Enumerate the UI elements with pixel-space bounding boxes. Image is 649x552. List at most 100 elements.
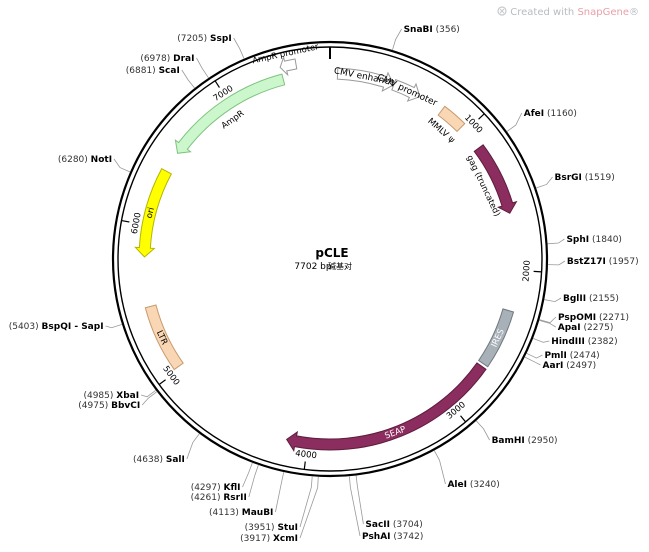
site-label: SphI (1840) [566, 235, 622, 245]
site-enzyme-name: ScaI [159, 66, 180, 76]
site-leader-line [539, 319, 556, 328]
restriction-site[interactable]: (4261) RsrII [191, 464, 259, 503]
site-position: (2474) [570, 351, 600, 361]
site-position: (6881) [126, 66, 156, 76]
site-leader-line [299, 476, 313, 528]
tick-mark [460, 415, 467, 423]
site-leader-line [532, 337, 550, 343]
feature-seap[interactable] [285, 362, 487, 452]
site-enzyme-name: StuI [277, 523, 298, 533]
site-leader-line [233, 37, 245, 59]
restriction-site[interactable]: BstZ17I (1957) [547, 257, 639, 267]
site-leader-line [141, 391, 158, 406]
watermark-brand: SnapGene [577, 7, 629, 18]
site-position: (6978) [140, 54, 170, 64]
site-position: (3704) [393, 520, 423, 530]
site-label: (4975) BbvCI [78, 401, 140, 411]
feature-gag[interactable] [473, 144, 518, 214]
restriction-site[interactable]: (3951) StuI [245, 476, 313, 533]
site-position: (2271) [599, 313, 629, 323]
restriction-site[interactable]: SphI (1840) [547, 235, 622, 245]
restriction-site[interactable]: (4975) BbvCI [78, 391, 158, 411]
feature-mmlv-psi[interactable] [437, 105, 466, 133]
plasmid-center-label: pCLE 7702 bp 碱基对 [294, 246, 352, 272]
restriction-site[interactable]: BglII (2155) [544, 294, 619, 304]
site-position: (2155) [589, 294, 619, 304]
site-position: (7205) [177, 34, 207, 44]
restriction-site[interactable]: AleI (3240) [433, 450, 500, 490]
restriction-site[interactable]: (5403) BspQI - SapI [9, 322, 123, 332]
restriction-site[interactable]: (4638) SalI [133, 433, 200, 465]
site-enzyme-name: AleI [447, 480, 467, 490]
feature-cmv-enhancer[interactable] [336, 67, 395, 92]
site-label: (4985) XbaI [83, 391, 139, 401]
restriction-site[interactable]: ApaI (2275) [539, 319, 614, 333]
snapgene-watermark: Created with SnapGene® [497, 6, 639, 18]
tick-label: 5000 [160, 364, 181, 387]
restriction-site[interactable]: BamHI (2950) [475, 420, 558, 446]
site-label: ApaI (2275) [558, 323, 614, 333]
feature-ampr[interactable] [174, 73, 286, 154]
feature-cmv-promoter[interactable] [391, 78, 421, 102]
restriction-site[interactable]: (6280) NotI [58, 155, 131, 173]
site-leader-line [524, 356, 541, 366]
plasmid-length: 7702 bp [294, 262, 331, 272]
site-label: (5403) BspQI - SapI [9, 322, 104, 332]
restriction-site[interactable]: (4985) XbaI [83, 389, 157, 401]
tick-mark [303, 461, 306, 470]
restriction-site[interactable]: PmlI (2474) [526, 351, 600, 361]
site-label: BglII (2155) [563, 294, 619, 304]
restriction-site[interactable]: PspOMI (2271) [539, 313, 629, 324]
restriction-site[interactable]: HindIII (2382) [532, 337, 618, 347]
site-leader-line [275, 471, 285, 513]
site-label: (3917) XcmI [240, 534, 298, 544]
site-position: (3742) [393, 532, 423, 542]
restriction-site[interactable]: BsrGI (1519) [535, 173, 615, 189]
restriction-site[interactable]: AarI (2497) [524, 356, 596, 371]
feature-ltr[interactable] [144, 304, 184, 371]
site-leader-line [547, 260, 566, 266]
site-enzyme-name: AfeI [524, 109, 544, 119]
backbone-outer-ring [111, 40, 549, 478]
snapgene-logo-icon [497, 6, 507, 16]
site-label: (6881) ScaI [126, 66, 180, 76]
site-enzyme-name: KflI [224, 483, 241, 493]
restriction-site[interactable]: (3917) XcmI [240, 476, 319, 544]
restriction-site[interactable]: PshAI (3742) [348, 476, 423, 542]
restriction-site[interactable]: (7205) SspI [177, 34, 245, 59]
tick-mark [121, 219, 130, 223]
tick-mark [478, 113, 485, 120]
site-enzyme-name: BspQI - SapI [42, 322, 104, 332]
tick-label: 2000 [521, 260, 532, 282]
site-position: (2497) [566, 361, 596, 371]
restriction-site[interactable]: (4297) KflI [191, 462, 253, 493]
feature-ires[interactable] [477, 308, 515, 368]
site-position: (2382) [588, 337, 618, 347]
site-position: (2275) [583, 323, 613, 333]
restriction-site[interactable]: AfeI (1160) [506, 109, 577, 132]
site-leader-line [196, 57, 209, 79]
site-enzyme-name: SnaBI [404, 25, 433, 35]
site-leader-line [547, 238, 565, 245]
restriction-site[interactable]: SnaBI (356) [392, 25, 460, 51]
restriction-sites-layer: SnaBI (356) AfeI (1160) BsrGI (1519) SphI (… [9, 25, 639, 544]
restriction-site[interactable]: SacII (3704) [355, 475, 423, 530]
site-position: (4113) [209, 508, 239, 518]
site-position: (1840) [592, 235, 622, 245]
site-enzyme-name: BglII [563, 294, 586, 304]
site-position: (4975) [78, 401, 108, 411]
site-label: (7205) SspI [177, 34, 231, 44]
site-enzyme-name: ApaI [558, 323, 581, 333]
feature-ampr-promoter[interactable] [279, 55, 298, 77]
restriction-site[interactable]: (6978) DraI [140, 54, 209, 79]
restriction-site[interactable]: (6881) ScaI [126, 66, 195, 89]
site-label: AleI (3240) [447, 480, 499, 490]
site-label: BsrGI (1519) [555, 173, 615, 183]
site-label: (4297) KflI [191, 483, 241, 493]
restriction-site[interactable]: (4113) MauBI [209, 471, 285, 518]
site-enzyme-name: XbaI [116, 391, 139, 401]
site-label: SacII (3704) [365, 520, 422, 530]
site-position: (1160) [547, 109, 577, 119]
feature-ori[interactable] [134, 168, 173, 258]
